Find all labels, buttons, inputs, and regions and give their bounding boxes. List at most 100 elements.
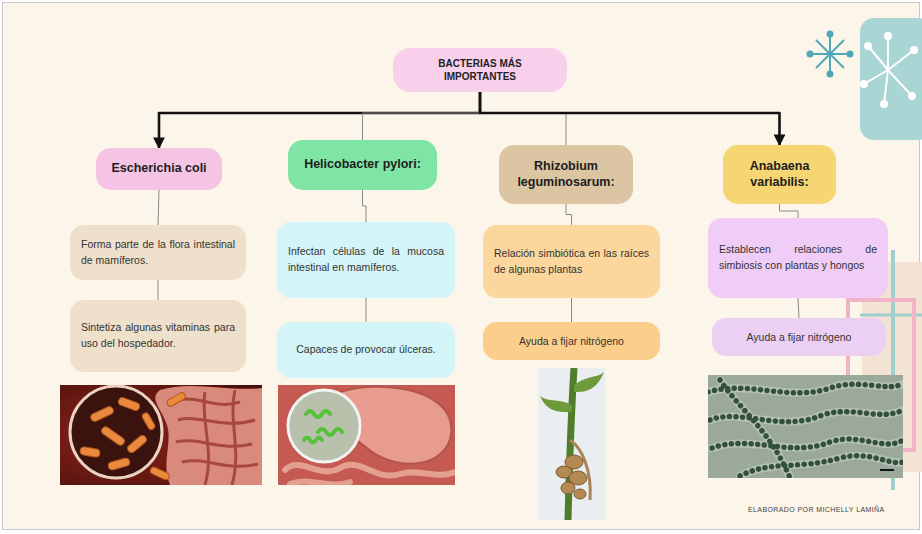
intestine-picture [79,391,186,480]
corner-decoration [828,32,833,37]
connector-line [480,92,566,145]
intestine-picture [182,461,258,467]
corner-decoration [887,36,889,70]
concept-box: Anabaena variabilis: [723,145,836,204]
root-box: BACTERIAS MÁS IMPORTANTES [393,48,567,92]
corner-decoration [864,70,888,84]
root-nodule-picture [561,482,575,494]
concept-box: Ayuda a fijar nitrógeno [483,322,660,360]
stomach-picture [285,465,455,476]
intestine-picture [60,385,262,485]
credit-note: ELABORADO POR MICHELLY LAMIÑA [748,506,885,513]
anabaena-picture [708,384,903,393]
corner-decoration [861,81,867,87]
intestine-picture [175,390,258,485]
concept-box: Establecen relaciones de simbiosis con p… [708,218,888,298]
description-text: Capaces de provocar úlceras. [288,342,444,358]
intestine-picture [176,441,252,447]
page-ground [3,3,920,530]
intestine-picture [100,425,126,446]
anabaena-picture [740,456,903,476]
species-name: Helicobacter pylori: [299,157,426,173]
stomach-picture [278,385,455,485]
root-title: BACTERIAS MÁS IMPORTANTES [428,57,532,84]
corner-decoration [888,70,912,96]
anabaena-picture [880,469,894,471]
root-nodule-picture [538,368,605,520]
stomach-picture [304,438,322,443]
concept-box: Escherichia coli [96,148,222,190]
corner-decoration [881,101,887,107]
root-nodule-picture [540,396,572,412]
corner-decoration [828,72,833,77]
root-nodule-picture [538,368,605,520]
connector-line [780,204,799,218]
concept-box: Relación simbiótica en las raíces de alg… [483,225,660,298]
anabaena-picture [708,375,903,478]
species-name: Anabaena variabilis: [734,159,825,190]
stomach-picture [285,465,455,485]
connector-line [158,280,159,300]
intestine-picture [70,386,162,478]
stomach-picture [306,411,330,417]
concept-box: Capaces de provocar úlceras. [277,322,455,378]
root-nodule-picture [574,489,586,499]
intestine-picture [141,412,156,431]
concept-box: Rhizobium leguminosarum: [499,145,633,204]
connector-line [158,190,159,225]
connector-line [363,190,367,222]
species-name: Escherichia coli [107,161,211,177]
description-text: Forma parte de la flora intestinal de ma… [81,237,235,269]
concept-box: Ayuda a fijar nitrógeno [712,318,886,356]
corner-decoration [816,40,844,68]
connector-group [158,92,799,322]
description-text: Infectan células de la mucosa intestinal… [288,244,444,276]
intestine-picture [232,390,236,485]
intestine-picture [155,386,262,485]
intestine-picture [126,434,148,454]
intestine-picture [60,385,262,485]
anabaena-picture [708,380,903,478]
connector-line [566,204,572,225]
anabaena-picture [710,410,903,422]
connector-line [480,92,780,145]
connector-line [798,298,799,318]
corner-decoration [808,52,813,57]
anabaena-picture [708,375,903,478]
corner-decoration [865,43,871,49]
stomach-picture [304,411,342,443]
corner-decoration [911,47,917,53]
anabaena-picture [708,380,903,478]
concept-box: Sintetiza algunas vitaminas para uso del… [70,300,246,372]
root-nodule-picture [556,455,587,499]
intestine-picture [149,466,170,481]
intestine-picture [107,457,130,470]
corner-decoration [885,33,891,39]
corner-decoration [860,18,922,140]
description-text: Ayuda a fijar nitrógeno [723,330,875,345]
stomach-picture [290,481,350,484]
corner-decoration [884,70,888,104]
intestine-picture [175,399,240,404]
root-nodule-picture [574,372,604,392]
stomach-picture [278,385,455,485]
corner-decoration [868,46,888,70]
anabaena-picture [720,380,790,478]
corner-decoration [816,40,844,68]
intestine-picture [117,396,140,411]
concept-box: Helicobacter pylori: [288,140,437,190]
connector-line [366,298,367,322]
anabaena-picture [710,410,903,422]
anabaena-picture [740,456,903,476]
corner-decoration [808,32,853,77]
intestine-picture [166,391,187,407]
intestine-picture [178,419,255,424]
corner-decoration [888,50,914,70]
intestine-picture [204,392,209,485]
corner-decoration [808,18,922,140]
concept-box: Infectan células de la mucosa intestinal… [277,222,455,298]
intestine-picture [79,446,100,457]
description-text: Establecen relaciones de simbiosis con p… [719,242,877,274]
